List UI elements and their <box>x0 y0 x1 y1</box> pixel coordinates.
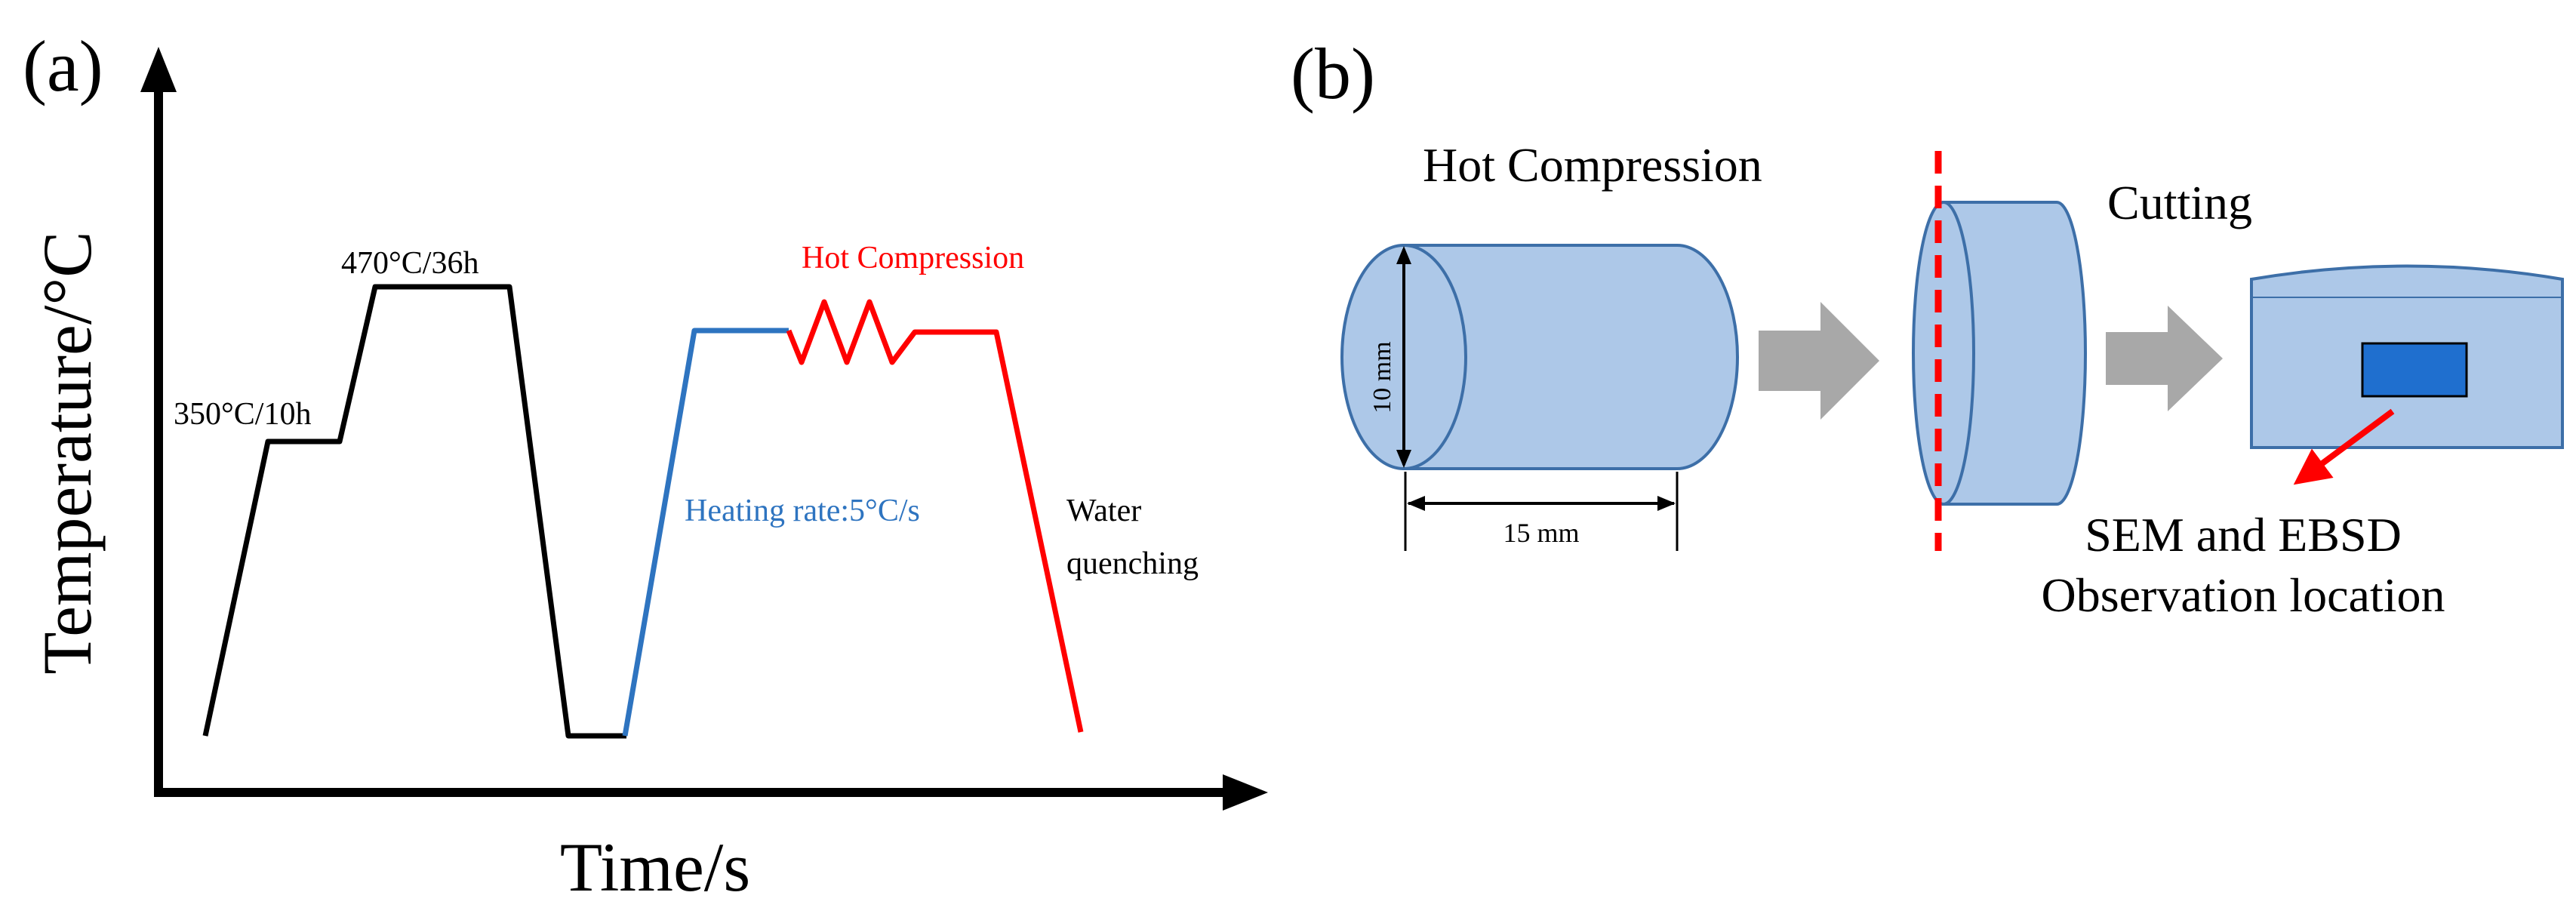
diameter-arrow-top <box>1396 246 1411 264</box>
cylinder-specimen: 10 mm 15 mm <box>1340 244 1739 551</box>
section-top-arc <box>2250 264 2564 297</box>
annotation-hot-compression: Hot Compression <box>802 241 1024 275</box>
process-arrow-1 <box>1759 302 1879 420</box>
diameter-arrow-bottom <box>1396 450 1411 468</box>
observation-pointer-arrow <box>2293 408 2395 485</box>
annotation-350c-10h: 350°C/10h <box>174 397 311 432</box>
length-arrow-right <box>1657 496 1676 511</box>
observation-label-line1: SEM and EBSD <box>2085 508 2402 562</box>
heating-curve <box>622 328 789 737</box>
panel-a: (a) Temperature/°C Time/s 350°C/10h 470°… <box>23 26 1268 906</box>
observation-label-line2: Observation location <box>2042 568 2445 622</box>
hot-compression-curve <box>786 299 1084 733</box>
process-arrow-2 <box>2106 306 2223 411</box>
x-axis-arrowhead <box>1223 774 1268 811</box>
annotation-470c-36h: 470°C/36h <box>341 246 479 281</box>
panel-a-label: (a) <box>23 26 103 106</box>
observation-location <box>2361 342 2468 398</box>
homogenization-curve <box>202 284 626 739</box>
diameter-label: 10 mm <box>1368 341 1396 413</box>
disc-face <box>1912 201 1975 506</box>
y-axis-arrowhead <box>140 47 177 92</box>
length-arrow-left <box>1407 496 1425 511</box>
disc-body <box>1942 201 2087 506</box>
panel-b-label: (b) <box>1291 33 1375 114</box>
annotation-water-line1: Water <box>1066 494 1141 528</box>
panel-b: (b) Hot Compression 10 mm 15 mm Cutting <box>1291 33 2564 622</box>
annotation-heating-rate: Heating rate:5°C/s <box>685 494 920 528</box>
x-axis-label: Time/s <box>560 829 750 906</box>
cutting-title: Cutting <box>2107 176 2252 229</box>
compressed-disc <box>1912 151 2087 551</box>
hot-compression-title: Hot Compression <box>1423 138 1762 192</box>
sectioned-specimen <box>2250 264 2564 485</box>
y-axis-label: Temperature/°C <box>29 231 106 674</box>
annotation-water-line2: quenching <box>1066 546 1199 581</box>
cylinder-body <box>1402 244 1739 470</box>
length-label: 15 mm <box>1503 518 1579 548</box>
